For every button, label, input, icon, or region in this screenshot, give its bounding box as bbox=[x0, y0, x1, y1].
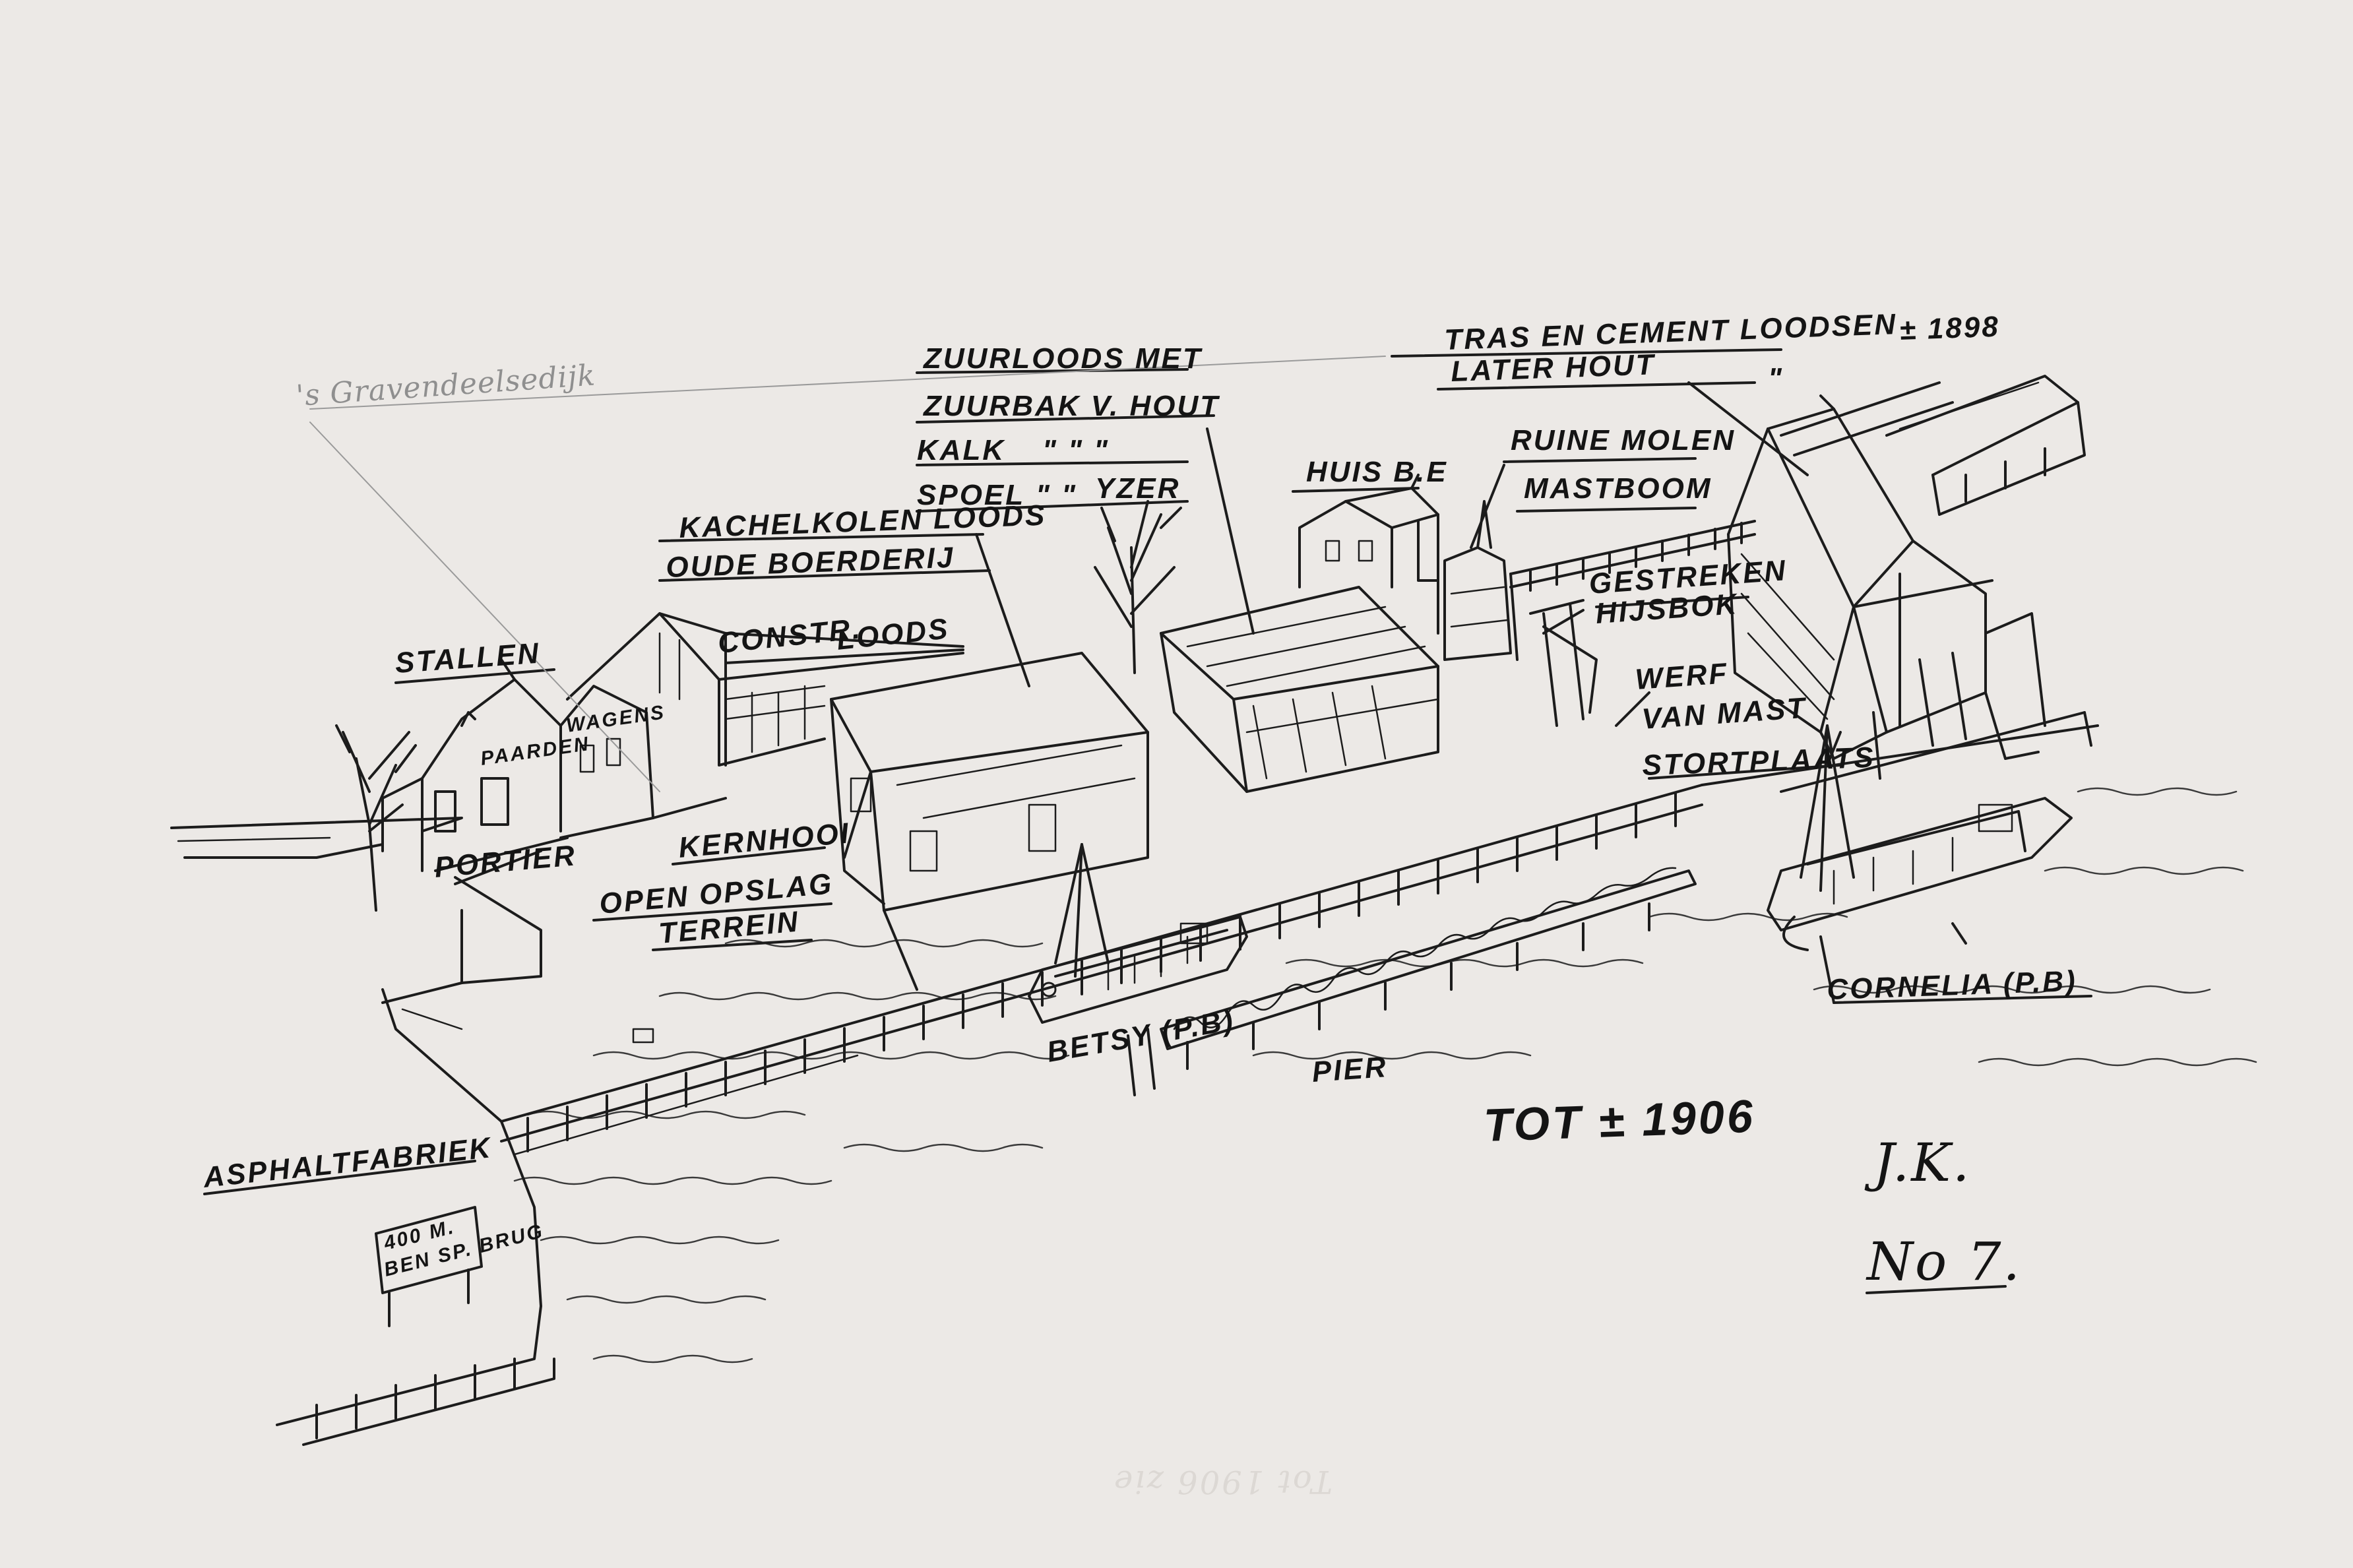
pencil-guide bbox=[309, 356, 1386, 792]
label-tras-cement: TRAS EN CEMENT LOODSEN bbox=[1444, 308, 1898, 356]
label-yzer: YZER bbox=[1095, 472, 1180, 505]
label-oude-boerderij: OUDE BOERDERIJ bbox=[666, 542, 956, 584]
fence bbox=[1509, 520, 1756, 592]
label-kalk-marks: " " " bbox=[1042, 434, 1110, 466]
distance-sign bbox=[375, 1206, 483, 1327]
label-cornelia: CORNELIA (P.B) bbox=[1827, 965, 2078, 1006]
leader-lines bbox=[203, 348, 2092, 1294]
label-mastboom: MASTBOOM bbox=[1524, 472, 1712, 505]
hijsbok-crane bbox=[1529, 599, 1598, 727]
label-ruine-molen: RUINE MOLEN bbox=[1511, 424, 1736, 456]
label-kalk: KALK bbox=[917, 434, 1005, 466]
quay-crate bbox=[632, 1028, 654, 1044]
kachelkolen-loods-building bbox=[830, 652, 1149, 991]
label-van-mast: VAN MAST bbox=[1641, 692, 1807, 736]
pier bbox=[1127, 867, 1697, 1096]
boat-betsy bbox=[1028, 843, 1248, 1024]
label-zuurloods: ZUURLOODS MET bbox=[922, 342, 1203, 375]
zuurloods-building bbox=[1160, 586, 1439, 793]
label-werf: WERF bbox=[1634, 657, 1730, 696]
label-spoel-marks: " " bbox=[1036, 479, 1077, 511]
stallen-building bbox=[381, 658, 654, 872]
label-later-hout: LATER HOUT bbox=[1451, 348, 1656, 388]
label-tot-1906: TOT ± 1906 bbox=[1483, 1090, 1756, 1151]
road bbox=[170, 817, 542, 1030]
label-pier: PIER bbox=[1311, 1051, 1389, 1088]
tree-middle bbox=[1094, 500, 1182, 674]
huis-be-building bbox=[1298, 474, 1439, 635]
label-later-mark: " bbox=[1768, 362, 1784, 394]
pencil-dike-note: 's Gravendeelsedijk bbox=[295, 358, 596, 413]
label-portier: PORTIER bbox=[433, 839, 578, 884]
label-kachelkolen: KACHELKOLEN LOODS bbox=[679, 499, 1047, 544]
ghost-show-through-note: Tot 1906 zie bbox=[1112, 1463, 1333, 1500]
label-zuurbak: ZUURBAK V. HOUT bbox=[922, 390, 1220, 422]
label-wagens: WAGENS bbox=[565, 701, 666, 737]
label-kernhooi: KERNHOOI bbox=[677, 817, 852, 864]
label-spoel: SPOEL bbox=[917, 479, 1025, 511]
water-waves bbox=[513, 787, 2257, 1364]
label-tras-year: ± 1898 bbox=[1899, 311, 2001, 346]
drawing-number: No 7. bbox=[1866, 1231, 2022, 1292]
constr-loods-building bbox=[566, 612, 964, 819]
label-huis-be: HUIS B.E bbox=[1306, 456, 1448, 488]
artist-initials: J.K. bbox=[1864, 1132, 1971, 1193]
distant-sheds bbox=[1885, 375, 2086, 516]
ruine-molen bbox=[1443, 500, 1519, 661]
tras-cement-loodsen-building bbox=[1727, 381, 2046, 780]
boat-cornelia bbox=[1767, 724, 2073, 951]
label-paarden: PAARDEN bbox=[479, 733, 591, 770]
tree-left bbox=[335, 724, 417, 912]
label-asphaltfabriek: ASPHALTFABRIEK bbox=[201, 1131, 494, 1194]
